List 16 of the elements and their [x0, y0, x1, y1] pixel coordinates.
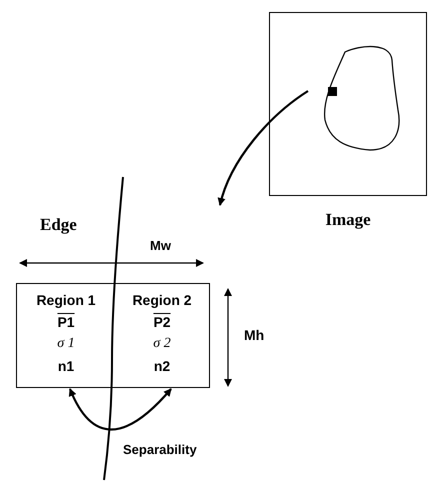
region-text: P1: [57, 313, 75, 332]
image-caption: Image: [324, 209, 372, 231]
window-box: [16, 283, 210, 388]
height-label: Mh: [244, 326, 264, 345]
curved-arrow: [218, 90, 309, 206]
region-text: P2: [153, 313, 171, 332]
region-text: n2: [154, 357, 170, 376]
curved-arrow: [69, 388, 172, 431]
region-text: Region 2: [132, 291, 192, 310]
edge-caption: Edge: [40, 214, 77, 236]
region-text: σ 2: [153, 335, 171, 353]
region-text: Region 1: [36, 291, 96, 310]
region-text: σ 1: [57, 335, 75, 353]
width-label: Mw: [150, 237, 171, 255]
pixel-marker: [328, 87, 337, 96]
region-text: n1: [58, 357, 74, 376]
